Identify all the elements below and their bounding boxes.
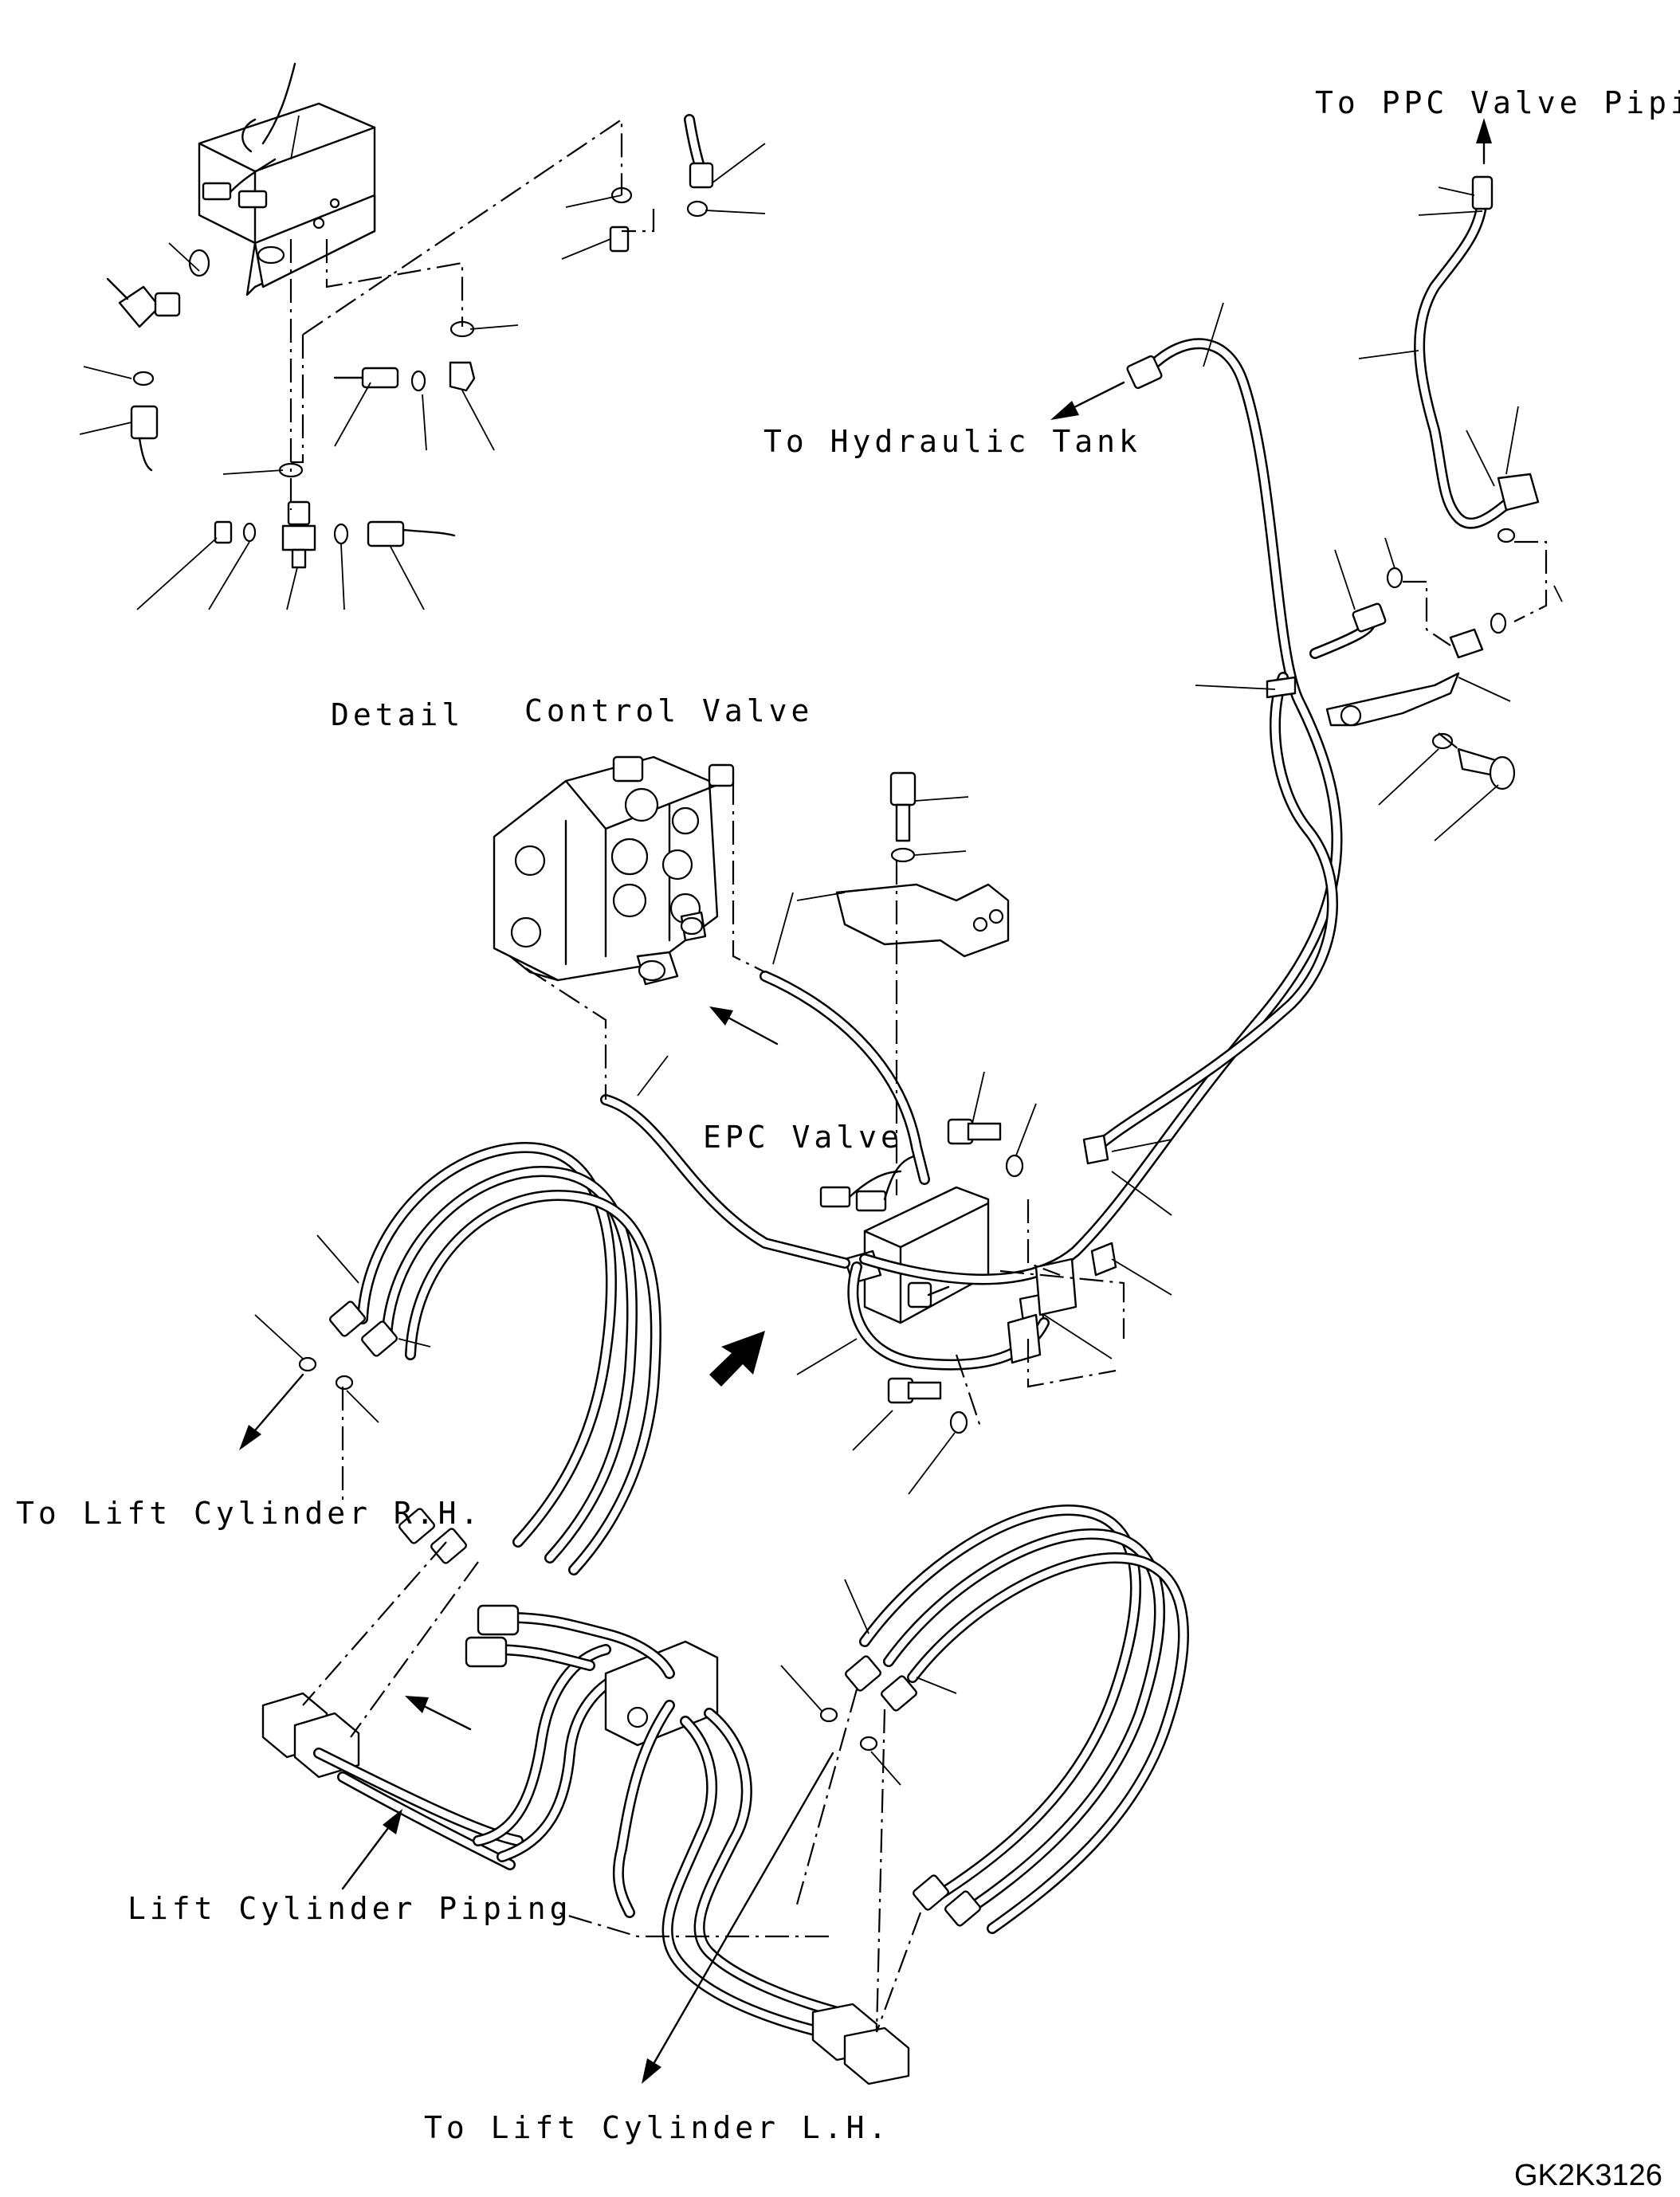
detail-assembly	[79, 62, 766, 610]
label-hydraulic-tank: To Hydraulic Tank	[763, 424, 1141, 459]
leader-lines	[254, 186, 1563, 1786]
label-lift-cylinder-lh: To Lift Cylinder L.H.	[424, 2110, 890, 2145]
lift-hoses-rh	[298, 1142, 661, 1575]
epc-valve	[819, 1154, 990, 1324]
direction-arrows	[239, 118, 1492, 2084]
epc-mount-bracket	[835, 771, 1077, 1434]
ppc-bracket	[1325, 528, 1516, 791]
lift-hoses-lh	[819, 1505, 1189, 1934]
label-lift-cylinder-rh: To Lift Cylinder R.H.	[16, 1496, 482, 1531]
label-ppc-valve-piping: To PPC Valve Piping	[1315, 85, 1680, 120]
label-control-valve: Control Valve	[524, 693, 813, 728]
label-detail: Detail	[331, 697, 464, 732]
label-epc-valve: EPC Valve	[703, 1120, 903, 1155]
front-direction-arrow	[709, 1331, 765, 1387]
label-lift-cylinder-piping: Lift Cylinder Piping	[128, 1891, 572, 1926]
hoses	[600, 175, 1540, 1371]
routing-lines	[302, 540, 1548, 2033]
drawing-code: GK2K3126	[1514, 2159, 1662, 2192]
control-valve	[493, 755, 735, 986]
lift-cylinder-piping	[261, 1604, 910, 2085]
